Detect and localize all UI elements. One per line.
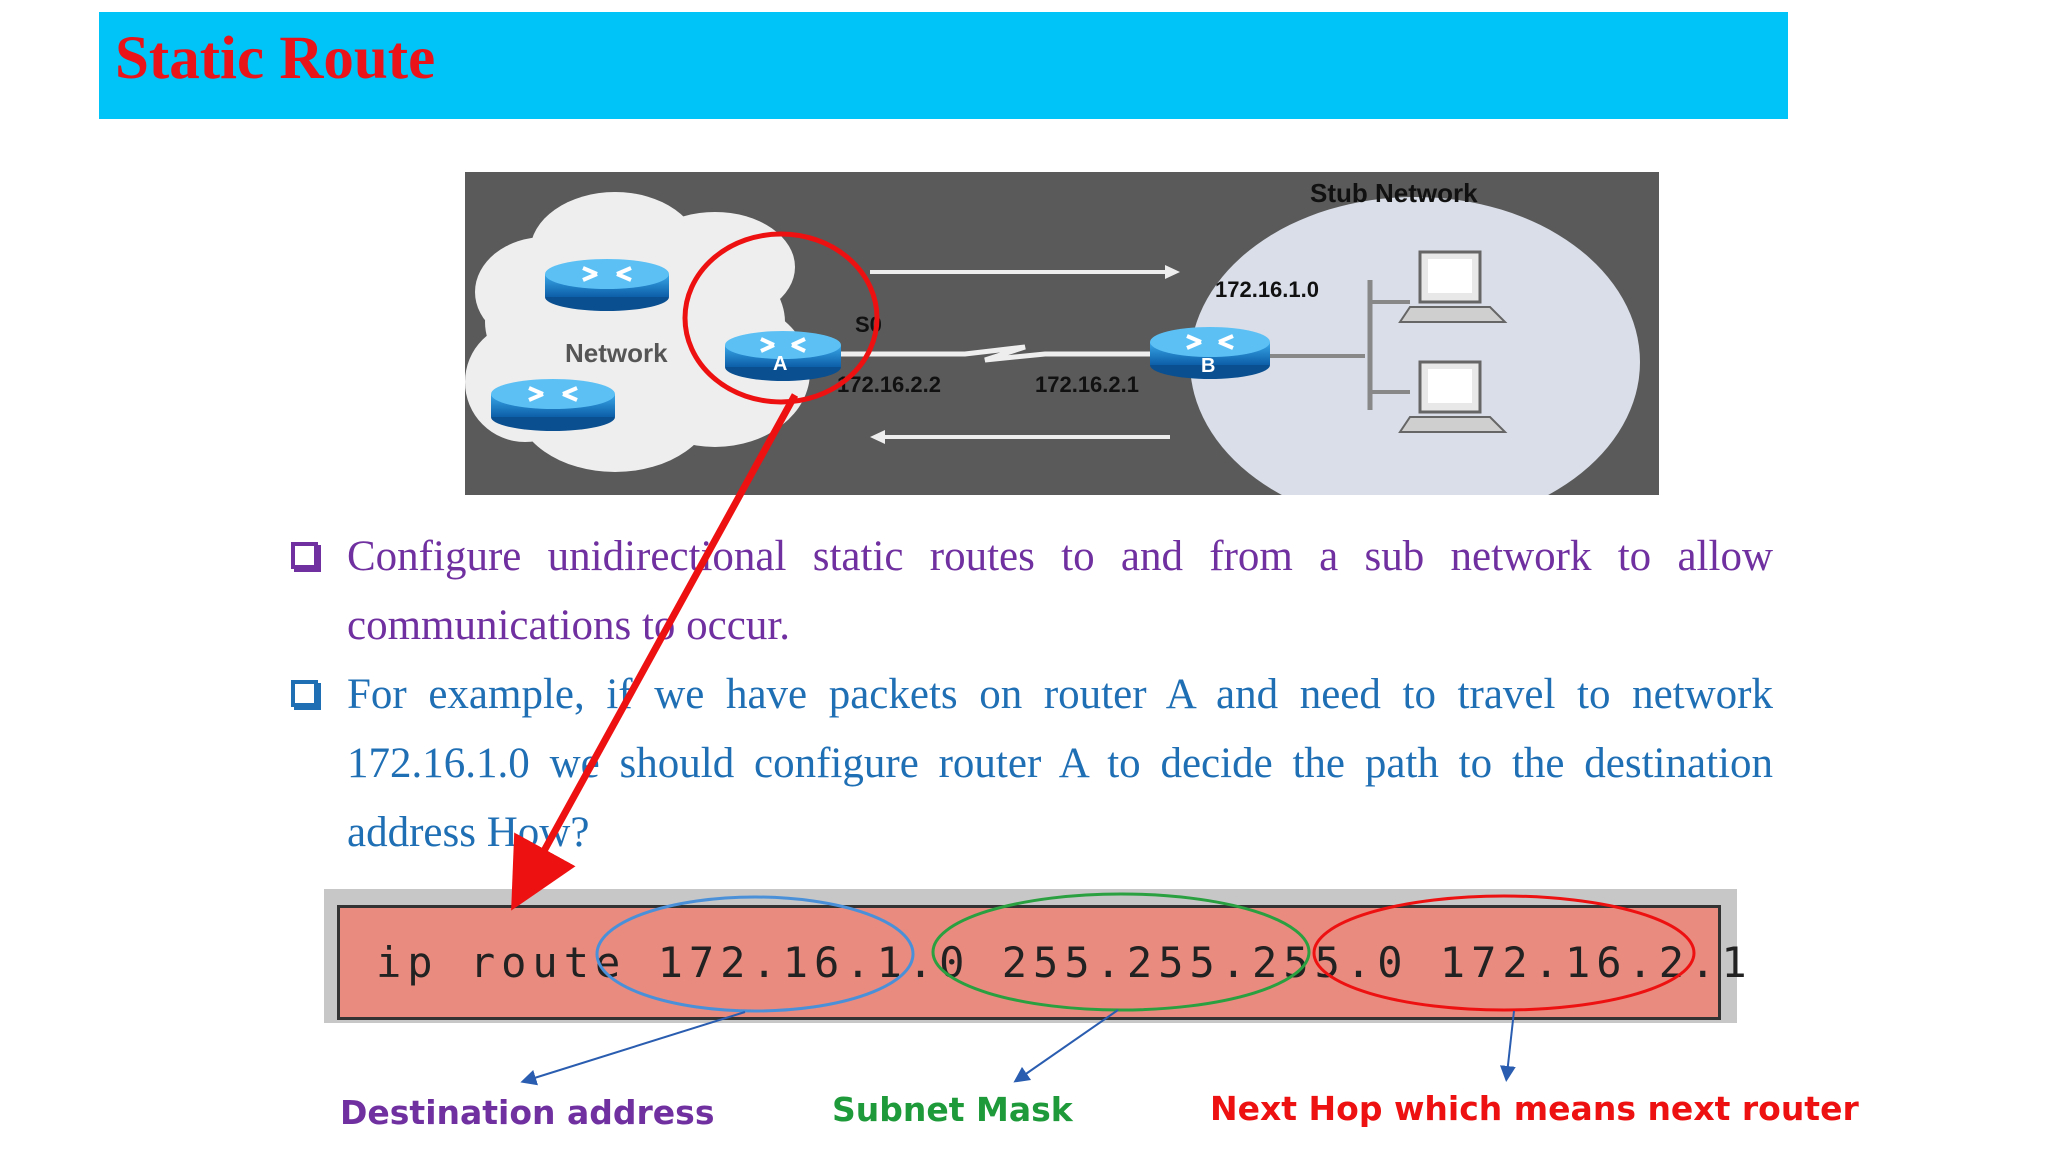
router-icon bbox=[545, 259, 669, 311]
stub-ip-label: 172.16.1.0 bbox=[1215, 277, 1319, 302]
router-b-icon bbox=[1150, 327, 1270, 379]
command-prefix: ip route bbox=[376, 938, 627, 987]
command-destination: 172.16.1.0 bbox=[657, 938, 971, 987]
router-b-label: B bbox=[1201, 355, 1215, 377]
router-a-label: A bbox=[773, 353, 787, 375]
destination-label: Destination address bbox=[340, 1093, 715, 1132]
page-title: Static Route bbox=[115, 25, 436, 92]
subnet-mask-label: Subnet Mask bbox=[832, 1090, 1073, 1129]
interface-label: S0 bbox=[855, 312, 882, 337]
next-hop-label: Next Hop which means next router bbox=[1210, 1089, 1859, 1128]
bullet-text: Configure unidirectional static routes t… bbox=[347, 533, 1773, 649]
network-diagram: Stub Network Network A bbox=[465, 172, 1659, 495]
computer-icon bbox=[1398, 360, 1508, 433]
checkbox-bullet-icon bbox=[291, 680, 318, 707]
command-line: ip route 172.16.1.0 255.255.255.0 172.16… bbox=[376, 938, 1753, 987]
title-bar bbox=[99, 12, 1788, 119]
network-cloud bbox=[465, 192, 810, 472]
ip-b-label: 172.16.2.1 bbox=[1035, 372, 1139, 397]
command-mask: 255.255.255.0 bbox=[1001, 938, 1409, 987]
bullet-list: Configure unidirectional static routes t… bbox=[291, 522, 1773, 867]
arrow-left-icon bbox=[870, 430, 1170, 444]
stub-network-area bbox=[1190, 197, 1640, 495]
serial-link bbox=[841, 344, 1150, 363]
router-icon bbox=[491, 379, 615, 431]
command-next-hop: 172.16.2.1 bbox=[1439, 938, 1753, 987]
ip-a-label: 172.16.2.2 bbox=[837, 372, 941, 397]
stub-network-label: Stub Network bbox=[1310, 178, 1478, 208]
network-label: Network bbox=[565, 338, 668, 368]
computer-icon bbox=[1398, 250, 1508, 323]
bullet-text: For example, if we have packets on route… bbox=[347, 671, 1773, 856]
arrow-right-icon bbox=[870, 265, 1180, 279]
checkbox-bullet-icon bbox=[291, 542, 318, 569]
bullet-item: Configure unidirectional static routes t… bbox=[291, 522, 1773, 660]
bullet-item: For example, if we have packets on route… bbox=[291, 660, 1773, 867]
